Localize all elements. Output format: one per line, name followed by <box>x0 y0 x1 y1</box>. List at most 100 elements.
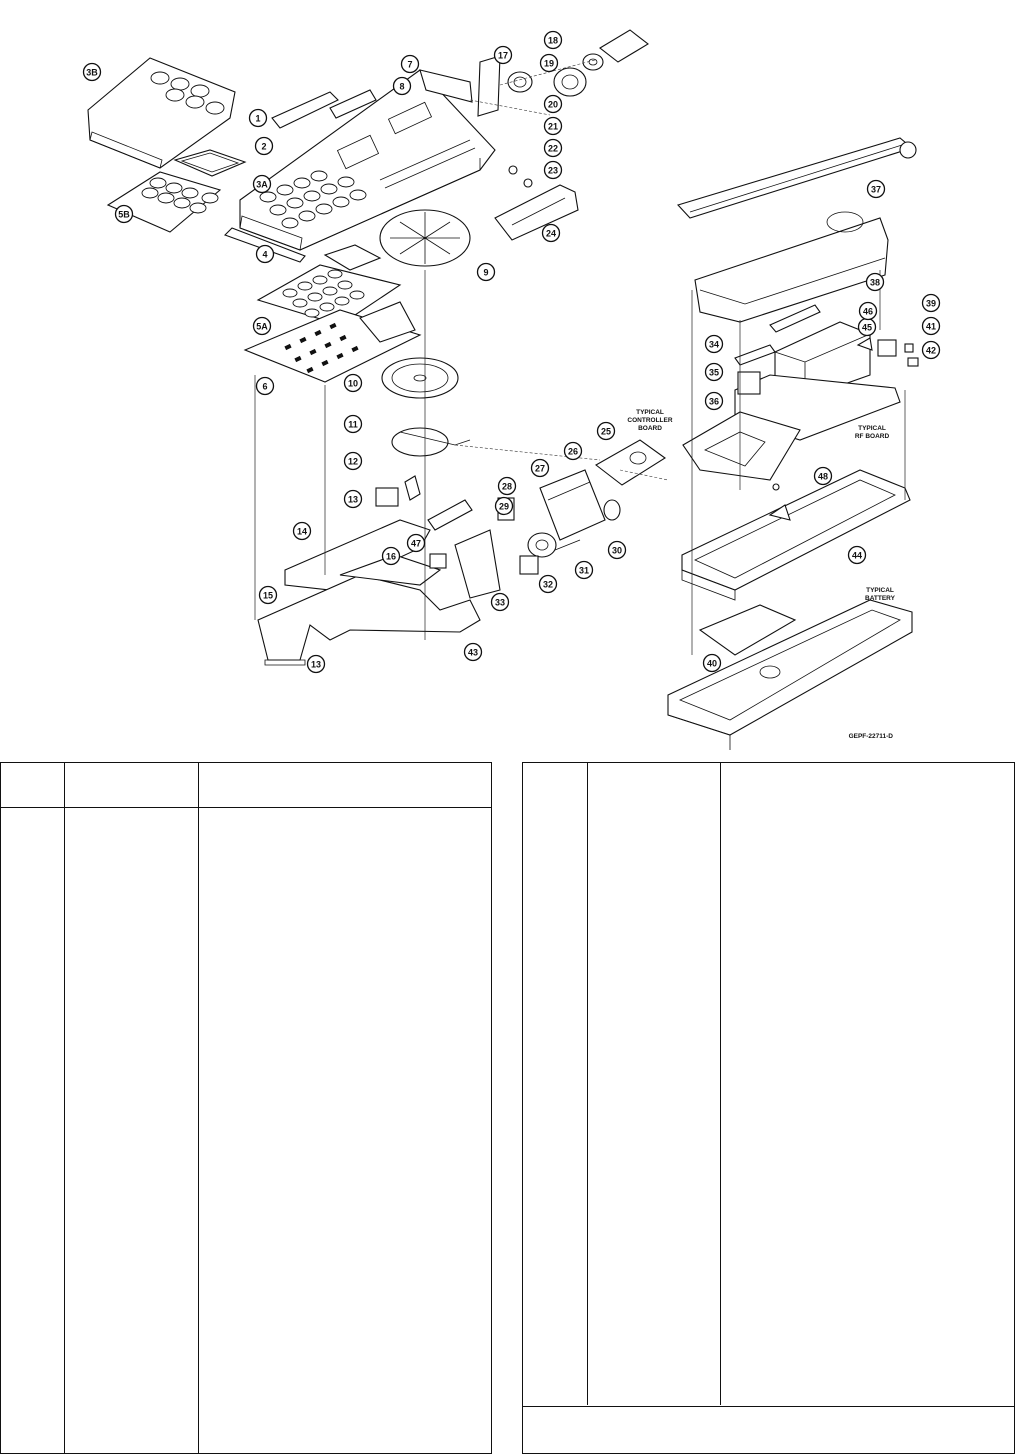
svg-text:43: 43 <box>468 648 478 658</box>
svg-text:42: 42 <box>926 346 936 356</box>
svg-text:3A: 3A <box>256 180 268 190</box>
callout-41: 41 <box>921 316 941 336</box>
svg-text:4: 4 <box>262 250 267 260</box>
callout-26: 26 <box>563 441 583 461</box>
svg-text:7: 7 <box>407 60 412 70</box>
rf-label-1: TYPICAL <box>858 425 886 432</box>
controller-board <box>682 411 801 481</box>
callout-28: 28 <box>497 476 517 496</box>
callout-37: 37 <box>866 179 886 199</box>
circuit-board-6 <box>243 301 422 383</box>
svg-text:3B: 3B <box>86 68 98 78</box>
typical-battery <box>667 599 913 750</box>
connector-13 <box>375 487 399 507</box>
svg-text:6: 6 <box>262 382 267 392</box>
svg-text:36: 36 <box>709 397 719 407</box>
svg-text:47: 47 <box>411 539 421 549</box>
svg-text:38: 38 <box>870 278 880 288</box>
callout-4: 4 <box>255 244 275 264</box>
callout-27: 27 <box>530 458 550 478</box>
parts-table-left <box>0 762 492 1454</box>
svg-text:32: 32 <box>543 580 553 590</box>
svg-text:37: 37 <box>871 185 881 195</box>
main-housing-3a <box>239 69 496 251</box>
keypad-5b <box>106 149 247 233</box>
callout-2: 2 <box>254 136 274 156</box>
svg-text:41: 41 <box>926 322 936 332</box>
callout-45: 45 <box>857 317 877 337</box>
callout-47: 47 <box>406 533 426 553</box>
svg-text:34: 34 <box>709 340 719 350</box>
callout-9: 9 <box>476 262 496 282</box>
callout-22: 22 <box>543 138 563 158</box>
svg-text:33: 33 <box>495 598 505 608</box>
side-label-1 <box>271 91 339 129</box>
ring-11 <box>391 427 449 457</box>
svg-text:11: 11 <box>348 420 358 430</box>
callout-13: 13 <box>306 654 326 674</box>
svg-text:19: 19 <box>544 59 554 69</box>
callout-3b: 3B <box>82 62 102 82</box>
svg-text:23: 23 <box>548 166 558 176</box>
svg-text:16: 16 <box>386 552 396 562</box>
controller-label-2: CONTROLLER <box>627 417 672 424</box>
svg-text:21: 21 <box>548 122 558 132</box>
board-strip <box>427 499 473 531</box>
speaker-10 <box>381 357 459 399</box>
callout-46: 46 <box>858 301 878 321</box>
svg-text:48: 48 <box>818 472 828 482</box>
svg-text:10: 10 <box>348 379 358 389</box>
callout-15: 15 <box>258 585 278 605</box>
svg-text:27: 27 <box>535 464 545 474</box>
exploded-parts-diagram: TYPICAL CONTROLLER BOARD TYPICAL RF BOAR… <box>82 29 941 750</box>
svg-text:13: 13 <box>348 495 358 505</box>
svg-text:13: 13 <box>311 660 321 670</box>
callout-18: 18 <box>543 30 563 50</box>
svg-text:26: 26 <box>568 447 578 457</box>
callout-33: 33 <box>490 592 510 612</box>
callout-32: 32 <box>538 574 558 594</box>
callout-12: 12 <box>343 451 363 471</box>
callout-25: 25 <box>596 421 616 441</box>
callout-6: 6 <box>255 376 275 396</box>
bracket-21 <box>477 55 501 117</box>
svg-text:1: 1 <box>255 114 260 124</box>
clip-38 <box>768 504 791 521</box>
svg-text:17: 17 <box>498 51 508 61</box>
parts-table-right <box>522 762 1015 1454</box>
front-cover-3b <box>87 57 236 169</box>
callout-34: 34 <box>704 334 724 354</box>
svg-text:15: 15 <box>263 591 273 601</box>
callout-13: 13 <box>343 489 363 509</box>
flex-circuits <box>257 519 481 666</box>
svg-text:25: 25 <box>601 427 611 437</box>
callout-48: 48 <box>813 466 833 486</box>
callout-35: 35 <box>704 362 724 382</box>
callout-16: 16 <box>381 546 401 566</box>
callout-44: 44 <box>847 545 867 565</box>
callout-42: 42 <box>921 340 941 360</box>
svg-text:35: 35 <box>709 368 719 378</box>
side-label-8 <box>329 89 377 119</box>
svg-text:24: 24 <box>546 229 556 239</box>
callout-24: 24 <box>541 223 561 243</box>
svg-text:30: 30 <box>612 546 622 556</box>
callout-10: 10 <box>343 373 363 393</box>
rf-label-2: RF BOARD <box>855 433 890 440</box>
block-50 <box>429 553 447 569</box>
svg-text:28: 28 <box>502 482 512 492</box>
callout-29: 29 <box>494 496 514 516</box>
svg-text:29: 29 <box>499 502 509 512</box>
callout-3a: 3A <box>252 174 272 194</box>
bracket-7 <box>419 69 473 103</box>
callout-5a: 5A <box>252 316 272 336</box>
callout-11: 11 <box>343 414 363 434</box>
svg-text:45: 45 <box>862 323 872 333</box>
svg-text:46: 46 <box>863 307 873 317</box>
callout-7: 7 <box>400 54 420 74</box>
chassis-47 <box>681 469 911 601</box>
svg-text:8: 8 <box>399 82 404 92</box>
gasket-40 <box>676 137 914 219</box>
callout-36: 36 <box>704 391 724 411</box>
svg-text:18: 18 <box>548 36 558 46</box>
